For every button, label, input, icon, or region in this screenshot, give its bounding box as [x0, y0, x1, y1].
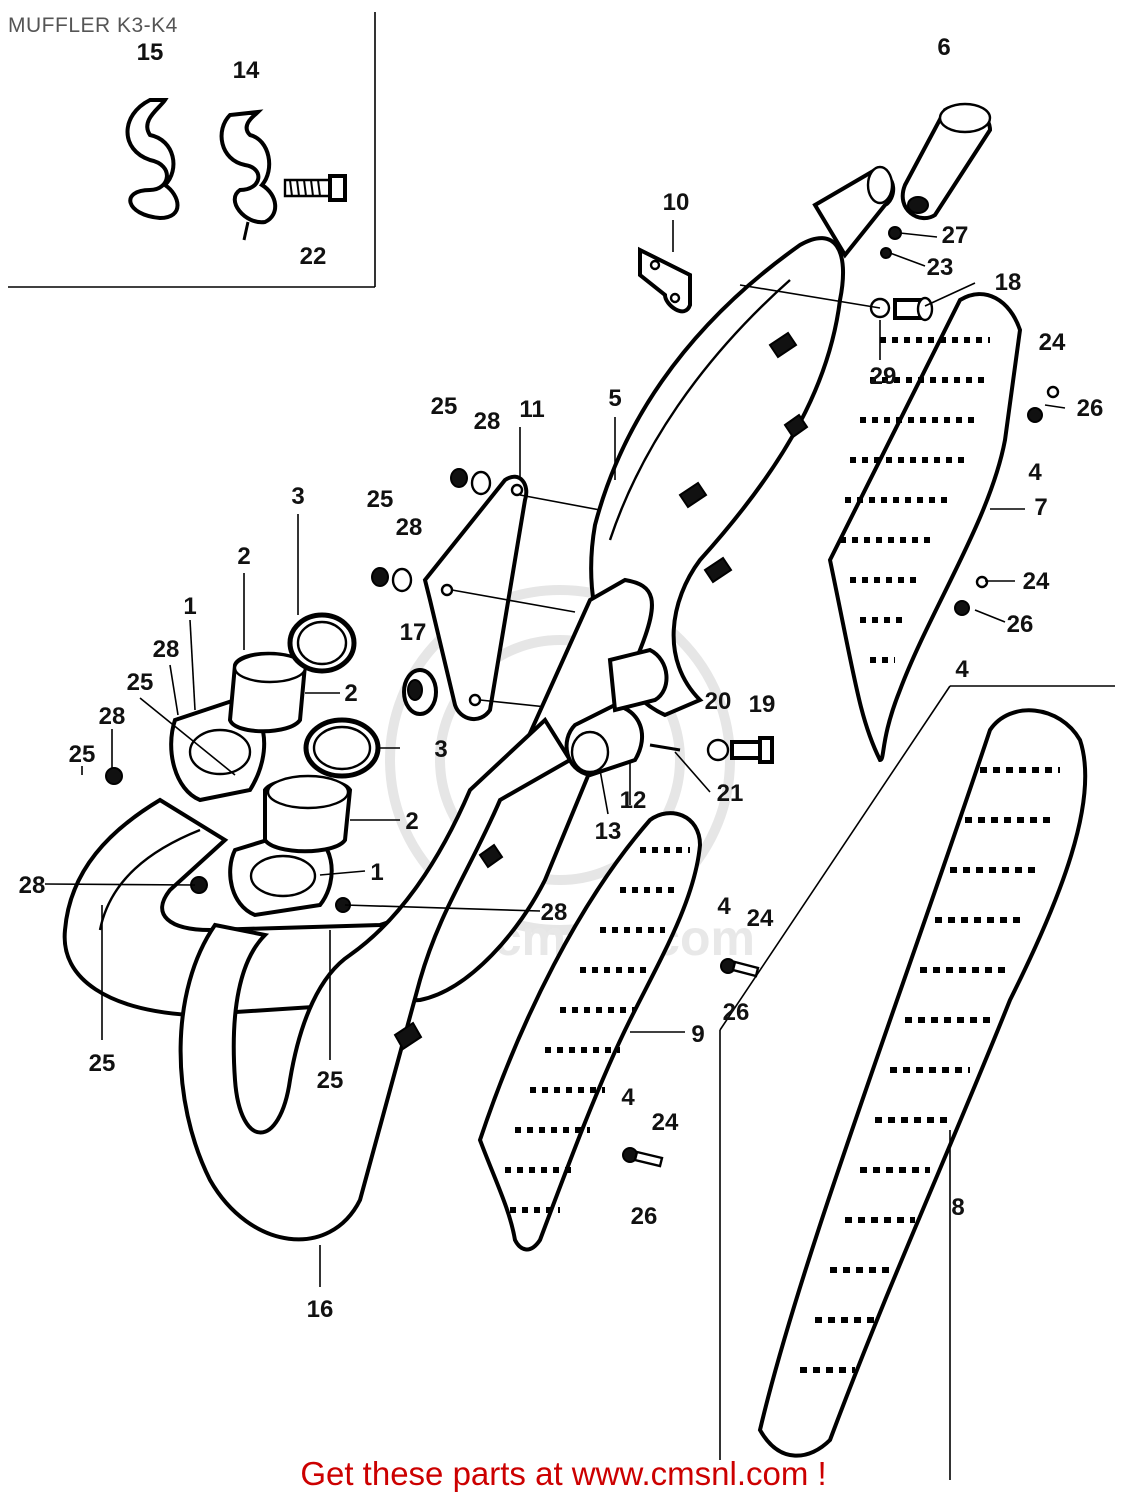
callout-24-a: 24 [1039, 329, 1066, 356]
callout-3-b: 3 [434, 736, 447, 763]
callout-1-b: 1 [370, 859, 383, 886]
callout-23: 23 [927, 254, 954, 281]
muffler-body-5 [589, 236, 846, 718]
callout-19: 19 [749, 691, 776, 718]
callout-12: 12 [620, 787, 647, 814]
leader-lines [44, 220, 1115, 1480]
callout-26-a: 26 [1077, 395, 1104, 422]
callout-7: 7 [1034, 494, 1047, 521]
footer-banner: Get these parts at www.cmsnl.com ! [0, 1455, 1127, 1493]
footer-suffix: ! [808, 1455, 827, 1492]
callout-28-b: 28 [396, 514, 423, 541]
footer-prefix: Get these parts at [300, 1455, 572, 1492]
callout-28-e: 28 [541, 899, 568, 926]
bolt-19 [649, 736, 774, 764]
callout-25-b: 25 [367, 486, 394, 513]
callout-25-c: 25 [127, 669, 154, 696]
callout-24-c: 24 [747, 905, 774, 932]
callout-9: 9 [691, 1021, 704, 1048]
callout-29: 29 [870, 363, 897, 390]
callout-18: 18 [995, 269, 1022, 296]
callout-16: 16 [307, 1296, 334, 1323]
callout-14: 14 [233, 57, 260, 84]
bracket-10 [638, 246, 692, 314]
footer-link[interactable]: www.cmsnl.com [571, 1455, 809, 1492]
callout-4-a: 4 [1028, 459, 1042, 486]
callout-13: 13 [595, 818, 622, 845]
heat-shield-9 [477, 811, 703, 1252]
callout-1-a: 1 [183, 593, 196, 620]
callout-3-a: 3 [291, 483, 304, 510]
callout-8: 8 [951, 1194, 964, 1221]
gasket-3-a [287, 612, 357, 674]
callout-5: 5 [608, 385, 621, 412]
callout-2-b: 2 [344, 680, 357, 707]
heat-shield-7 [827, 292, 1023, 763]
callout-22: 22 [300, 243, 327, 270]
collar-13 [564, 647, 669, 778]
bracket-11 [422, 474, 601, 721]
callout-2-c: 2 [405, 808, 418, 835]
tail-pipe [812, 165, 896, 259]
callout-4-d: 4 [621, 1084, 635, 1111]
shield-bolts [622, 385, 1060, 1168]
gasket-3-b [303, 717, 381, 779]
callout-6: 6 [937, 34, 950, 61]
callout-25-f: 25 [317, 1067, 344, 1094]
callout-26-d: 26 [631, 1203, 658, 1230]
callout-25-d: 25 [69, 741, 96, 768]
exhaust-pipe-16 [62, 577, 654, 1242]
clamp-14 [219, 109, 278, 241]
bolt-18 [739, 284, 934, 322]
callout-26-c: 26 [723, 999, 750, 1026]
callout-4-b: 4 [955, 656, 969, 683]
callout-4-c: 4 [717, 893, 731, 920]
callout-28-a: 28 [474, 408, 501, 435]
callout-11: 11 [519, 396, 544, 423]
callout-25-e: 25 [89, 1050, 116, 1077]
diagram-title: MUFFLER K3-K4 [8, 14, 178, 37]
callout-26-b: 26 [1007, 611, 1034, 638]
inset-box [8, 12, 376, 288]
callout-24-b: 24 [1023, 568, 1050, 595]
callout-17: 17 [400, 619, 427, 646]
callout-2-a: 2 [237, 543, 250, 570]
callout-25-a: 25 [431, 393, 458, 420]
callout-21: 21 [717, 780, 744, 807]
callout-24-d: 24 [652, 1109, 679, 1136]
spacer-17 [402, 668, 438, 716]
callout-20: 20 [705, 688, 732, 715]
clamp-15 [125, 98, 180, 221]
callout-28-f: 28 [19, 872, 46, 899]
callout-15: 15 [137, 39, 164, 66]
callout-labels: 15 14 22 6 27 23 18 10 29 24 26 4 7 24 2… [19, 34, 1104, 1323]
end-cap-6 [900, 102, 993, 221]
collar-2-b [263, 774, 353, 854]
bolt-22 [283, 174, 347, 202]
callout-27: 27 [942, 222, 969, 249]
heat-shield-8 [757, 708, 1088, 1458]
callout-28-c: 28 [153, 636, 180, 663]
callout-28-d: 28 [99, 703, 126, 730]
collar-2-a [227, 651, 308, 734]
callout-10: 10 [663, 189, 690, 216]
